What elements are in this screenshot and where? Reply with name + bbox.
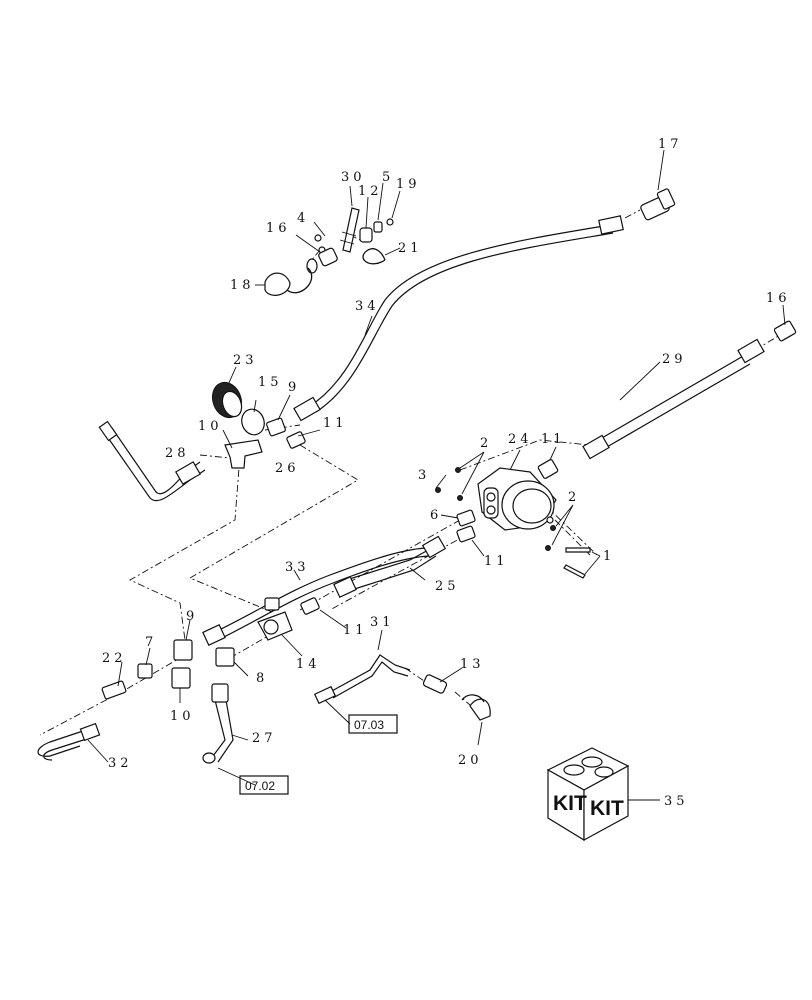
callout-11-lower: 11: [343, 623, 368, 638]
elbow-9-upper: [266, 417, 286, 437]
reference-box-0702[interactable]: [239, 775, 289, 795]
cap-20: [461, 694, 491, 721]
callout-16-right: 16: [766, 291, 791, 306]
callout-24: 24: [508, 432, 533, 447]
reference-box-0703[interactable]: [348, 714, 398, 734]
callout-19: 19: [396, 177, 421, 192]
callout-11-motor: 11: [484, 554, 509, 569]
hose-29: [582, 338, 765, 460]
callout-25: 25: [435, 579, 460, 594]
callout-31: 31: [370, 615, 395, 630]
callout-20: 20: [458, 753, 483, 768]
fitting-16-right: [773, 320, 797, 342]
callout-11-upper: 11: [323, 416, 348, 431]
cap-23: [211, 381, 243, 419]
hose-28: [98, 420, 206, 502]
callout-28: 28: [165, 446, 190, 461]
ring-15: [241, 408, 265, 436]
callout-8: 8: [256, 671, 268, 686]
callout-12: 12: [358, 184, 383, 199]
valve-14: [257, 597, 293, 641]
callout-26: 26: [275, 461, 300, 476]
reference-0703: 07.03: [354, 718, 384, 732]
fittings-6-11: [456, 459, 559, 543]
coupler-13: [422, 674, 448, 694]
callout-13: 13: [460, 657, 485, 672]
callout-29: 29: [662, 352, 687, 367]
hose-31: [313, 654, 411, 705]
small-parts-upper: [264, 218, 394, 296]
callout-15: 15: [258, 375, 283, 390]
callout-9-upper: 9: [288, 380, 300, 395]
bracket-30: [339, 207, 360, 253]
callout-1: 1: [603, 549, 615, 564]
callout-14: 14: [296, 657, 321, 672]
callout-23: 23: [233, 353, 258, 368]
callout-35: 35: [664, 794, 689, 809]
callout-17: 17: [658, 137, 683, 152]
callout-16-left: 16: [266, 221, 291, 236]
callout-21: 21: [398, 241, 423, 256]
leader-lines: [87, 149, 786, 801]
hose-33: [202, 547, 429, 646]
bolts-motor: [435, 467, 591, 579]
callout-10-upper: 10: [198, 419, 223, 434]
fittings-left-lower: [101, 639, 235, 700]
callout-6: 6: [430, 508, 442, 523]
callout-7: 7: [145, 635, 157, 650]
callout-9-lower: 9: [186, 609, 198, 624]
callout-3: 3: [418, 468, 430, 483]
callout-27: 27: [252, 731, 277, 746]
callout-2-right: 2: [568, 490, 580, 505]
callout-2-upper: 2: [480, 436, 492, 451]
hose-25: [333, 535, 447, 598]
reference-0702: 07.02: [245, 779, 275, 793]
fitting-11-mid: [300, 597, 320, 615]
callout-33: 33: [285, 560, 310, 575]
callout-34: 34: [355, 299, 380, 314]
fitting-11-upper: [286, 431, 306, 449]
callout-18: 18: [230, 278, 255, 293]
hose-34: [293, 215, 624, 422]
coupler-17: [640, 188, 676, 221]
callouts: 17 16 29 34 30 12 5 19 4 16 21 18 23 15 …: [102, 137, 791, 809]
hose-27: [202, 683, 234, 764]
callout-22: 22: [102, 651, 127, 666]
callout-10-lower: 10: [170, 709, 195, 724]
motor-24: [477, 467, 557, 531]
callout-5: 5: [382, 170, 394, 185]
callout-32: 32: [108, 756, 133, 771]
callout-4: 4: [297, 211, 309, 226]
callout-30: 30: [341, 170, 366, 185]
kit-label-right: KIT: [590, 797, 624, 820]
kit-box-35: [546, 747, 630, 842]
tee-26: [224, 439, 263, 469]
kit-label-left: KIT: [553, 792, 587, 815]
hose-32: [37, 722, 101, 761]
callout-11-right: 11: [541, 432, 566, 447]
